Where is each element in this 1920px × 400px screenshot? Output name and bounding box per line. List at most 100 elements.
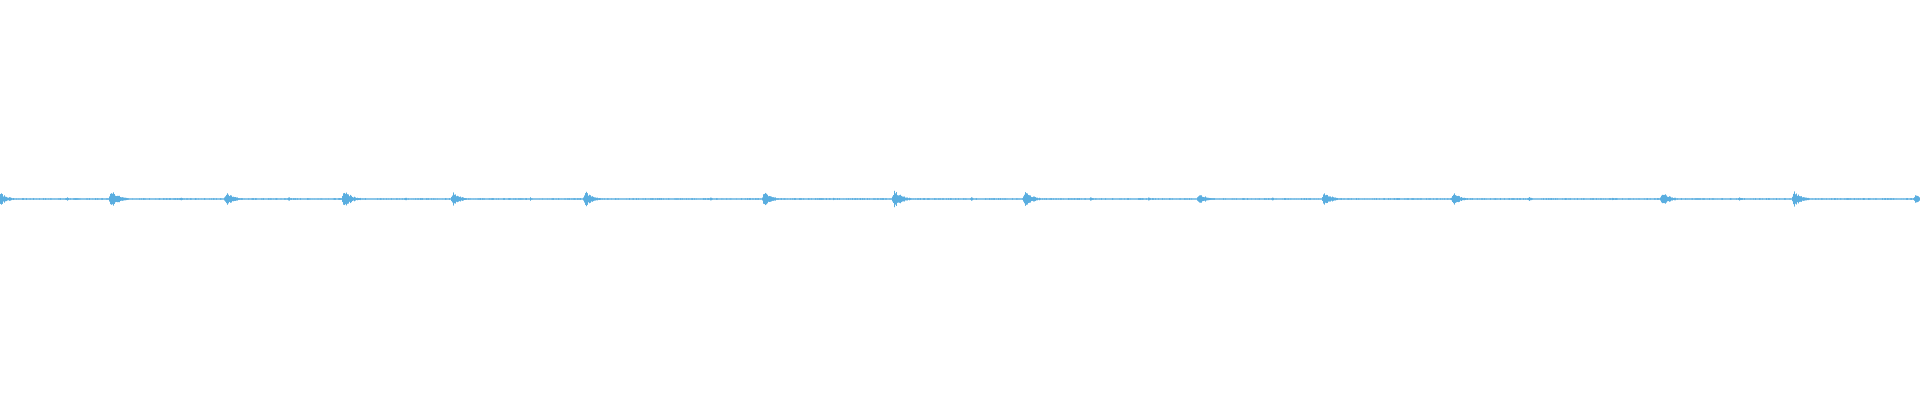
waveform-sample bbox=[559, 198, 560, 200]
waveform-sample bbox=[603, 198, 604, 200]
waveform-sample bbox=[1100, 198, 1101, 200]
waveform-sample bbox=[510, 198, 511, 200]
waveform-sample bbox=[659, 198, 660, 200]
waveform-sample bbox=[812, 198, 813, 200]
waveform-sample bbox=[386, 198, 387, 200]
waveform-sample bbox=[1243, 198, 1244, 200]
waveform-sample bbox=[408, 198, 409, 200]
waveform-sample bbox=[1493, 198, 1494, 200]
waveform-sample bbox=[465, 198, 466, 200]
waveform-sample bbox=[990, 198, 991, 200]
waveform-sample bbox=[893, 194, 894, 204]
waveform-sample bbox=[40, 198, 41, 200]
waveform-sample bbox=[1222, 198, 1223, 200]
waveform-sample bbox=[1304, 198, 1305, 200]
waveform-sample bbox=[208, 198, 209, 200]
waveform-sample bbox=[464, 197, 465, 200]
waveform-sample bbox=[864, 198, 865, 200]
waveform-sample bbox=[1306, 198, 1307, 200]
waveform-sample bbox=[1437, 198, 1438, 200]
waveform-sample bbox=[369, 198, 370, 200]
waveform-sample bbox=[1647, 198, 1648, 200]
waveform-sample bbox=[509, 198, 510, 200]
waveform-sample bbox=[1768, 198, 1769, 200]
waveform-sample bbox=[1503, 198, 1504, 200]
waveform-sample bbox=[1696, 198, 1697, 200]
waveform-sample bbox=[1883, 198, 1884, 200]
waveform-sample bbox=[1731, 198, 1732, 200]
waveform-sample bbox=[1253, 198, 1254, 200]
waveform-sample bbox=[1376, 198, 1377, 200]
waveform-sample bbox=[633, 198, 634, 200]
waveform-sample bbox=[1500, 198, 1501, 200]
waveform-sample bbox=[1612, 197, 1613, 201]
waveform-sample bbox=[1590, 198, 1591, 200]
waveform-sample bbox=[1420, 198, 1421, 200]
waveform-sample bbox=[311, 198, 312, 200]
waveform-sample bbox=[240, 198, 241, 200]
waveform-sample bbox=[1143, 198, 1144, 200]
waveform-sample bbox=[520, 198, 521, 200]
waveform-sample bbox=[1565, 198, 1566, 200]
waveform-sample bbox=[179, 198, 180, 200]
waveform-sample bbox=[818, 198, 819, 200]
waveform-sample bbox=[884, 198, 885, 200]
waveform-sample bbox=[1613, 198, 1614, 200]
waveform-sample bbox=[882, 198, 883, 200]
waveform-sample bbox=[1235, 198, 1236, 200]
waveform-sample bbox=[1596, 198, 1597, 200]
waveform-sample bbox=[540, 198, 541, 200]
waveform-sample bbox=[1134, 198, 1135, 200]
waveform-sample bbox=[842, 198, 843, 200]
waveform-sample bbox=[393, 198, 394, 200]
waveform-sample bbox=[1017, 198, 1018, 200]
waveform-sample bbox=[1874, 198, 1875, 200]
waveform-sample bbox=[484, 198, 485, 200]
waveform-sample bbox=[399, 198, 400, 200]
waveform-sample bbox=[1719, 198, 1720, 200]
waveform-sample bbox=[1330, 196, 1331, 202]
waveform-sample bbox=[1081, 198, 1082, 200]
waveform-sample bbox=[1622, 198, 1623, 200]
waveform-sample bbox=[1519, 198, 1520, 200]
waveform-sample bbox=[47, 198, 48, 200]
waveform-sample bbox=[1624, 198, 1625, 200]
waveform-sample bbox=[1742, 198, 1743, 200]
waveform-sample bbox=[744, 198, 745, 200]
waveform-sample bbox=[150, 198, 151, 200]
waveform-sample bbox=[452, 195, 453, 203]
waveform-sample bbox=[1458, 195, 1459, 203]
waveform-sample bbox=[308, 198, 309, 200]
waveform-sample bbox=[1249, 198, 1250, 200]
waveform-sample bbox=[222, 198, 223, 200]
waveform-sample bbox=[1226, 198, 1227, 200]
waveform-sample bbox=[1427, 198, 1428, 200]
waveform-sample bbox=[958, 198, 959, 200]
waveform-sample bbox=[876, 198, 877, 200]
waveform-sample bbox=[1609, 198, 1610, 200]
waveform-sample bbox=[797, 198, 798, 200]
waveform-sample bbox=[1539, 198, 1540, 200]
waveform-sample bbox=[1003, 198, 1004, 200]
waveform-sample bbox=[773, 197, 774, 201]
waveform-sample bbox=[297, 198, 298, 200]
waveform-sample bbox=[152, 198, 153, 200]
waveform-sample bbox=[225, 196, 226, 202]
waveform-sample bbox=[505, 198, 506, 200]
waveform-sample bbox=[1887, 198, 1888, 200]
waveform-sample bbox=[1660, 197, 1661, 201]
waveform-sample bbox=[183, 198, 184, 200]
waveform-sample bbox=[1316, 198, 1317, 200]
waveform-sample bbox=[1188, 198, 1189, 200]
waveform-sample bbox=[1291, 198, 1292, 200]
waveform-sample bbox=[169, 198, 170, 200]
waveform-sample bbox=[1495, 198, 1496, 200]
waveform-sample bbox=[1790, 198, 1791, 200]
waveform-sample bbox=[1615, 198, 1616, 200]
waveform-sample bbox=[1199, 195, 1200, 203]
waveform-sample bbox=[1870, 198, 1871, 200]
waveform-sample bbox=[1111, 198, 1112, 200]
waveform-sample bbox=[751, 198, 752, 200]
